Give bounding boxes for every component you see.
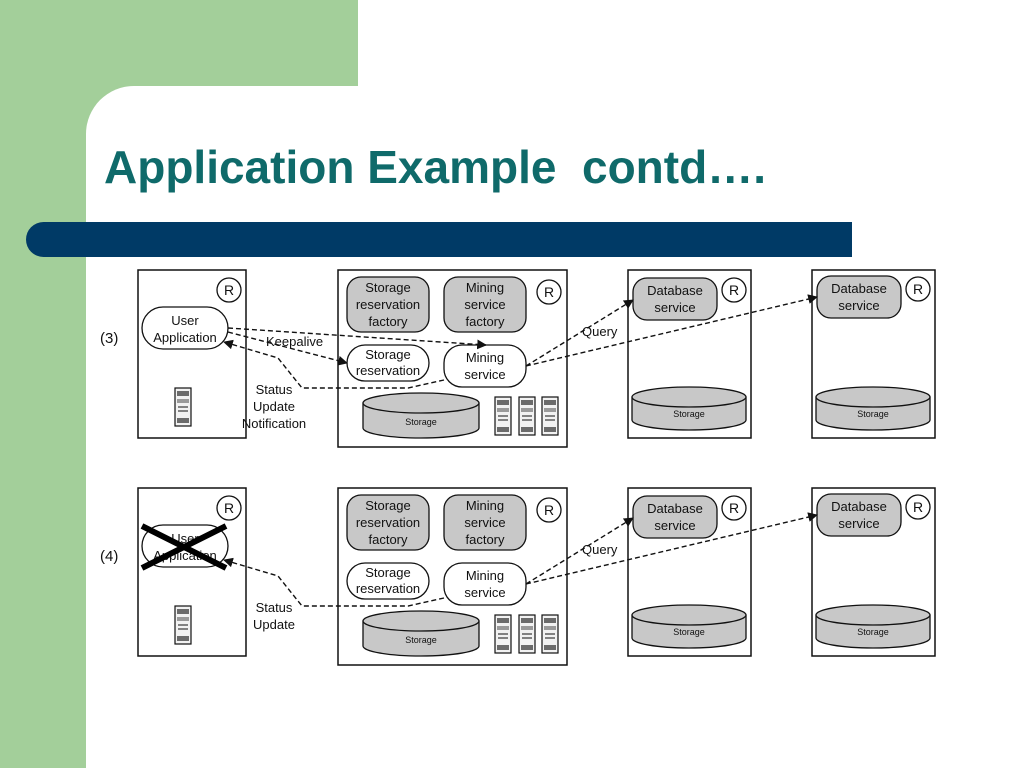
storage-cylinder	[362, 610, 480, 657]
storage-cylinder	[631, 386, 747, 431]
status-label-line-2: Update	[253, 617, 295, 632]
database-service-line-1: Database	[831, 281, 887, 296]
database-service-line-2: service	[838, 516, 879, 531]
mining-service-line-1: Mining	[466, 350, 504, 365]
storage-reservation-node	[346, 562, 430, 600]
status-label-line-1: Status	[256, 382, 293, 397]
status-label-line-2: Update	[253, 399, 295, 414]
step-label: (4)	[100, 548, 118, 565]
db-storage-label: Storage	[857, 409, 889, 419]
registry-icon	[216, 495, 242, 521]
server-icon	[541, 614, 559, 654]
registry-icon	[721, 277, 747, 303]
storage-reservation-factory-node	[346, 494, 430, 551]
user-application-line-1: User	[171, 313, 199, 328]
storage-reservation-factory-line-3: factory	[368, 314, 408, 329]
connectors	[223, 512, 818, 607]
user-application-line-2: Application	[153, 330, 217, 345]
registry-label: R	[913, 499, 923, 515]
mining-service-line-1: Mining	[466, 568, 504, 583]
keepalive-label: Keepalive	[266, 334, 323, 349]
mining-service-line-2: service	[464, 585, 505, 600]
mining-service-factory-line-3: factory	[465, 314, 505, 329]
db-storage-label: Storage	[857, 627, 889, 637]
storage-reservation-factory-line-2: reservation	[356, 297, 420, 312]
storage-reservation-factory-line-3: factory	[368, 532, 408, 547]
registry-label: R	[729, 500, 739, 516]
registry-icon	[905, 276, 931, 302]
step-label: (3)	[100, 330, 118, 347]
server-icon	[174, 387, 192, 427]
server-icon	[494, 614, 512, 654]
registry-label: R	[224, 282, 234, 298]
mining-service-factory-line-2: service	[464, 297, 505, 312]
storage-reservation-line-2: reservation	[356, 363, 420, 378]
scenario-4: (4) R User Application R Storage reserva…	[100, 487, 936, 666]
storage-label: Storage	[405, 635, 437, 645]
server-icon	[494, 396, 512, 436]
slide-title: Application Example contd….	[104, 141, 766, 193]
registry-icon	[905, 494, 931, 520]
connectors	[223, 294, 818, 389]
database-service-node-1	[632, 277, 718, 321]
database-service-line-2: service	[654, 300, 695, 315]
storage-label: Storage	[405, 417, 437, 427]
registry-icon	[536, 279, 562, 305]
storage-cylinder	[631, 604, 747, 649]
query-label: Query	[582, 324, 618, 339]
registry-label: R	[544, 284, 554, 300]
storage-cylinder	[815, 386, 931, 431]
registry-icon	[536, 497, 562, 523]
storage-reservation-factory-line-2: reservation	[356, 515, 420, 530]
query-label: Query	[582, 542, 618, 557]
mining-service-factory-line-1: Mining	[466, 498, 504, 513]
storage-reservation-factory-line-1: Storage	[365, 280, 411, 295]
status-label-line-1: Status	[256, 600, 293, 615]
database-service-line-1: Database	[831, 499, 887, 514]
storage-reservation-line-1: Storage	[365, 347, 411, 362]
storage-reservation-factory-node	[346, 276, 430, 333]
db-storage-label: Storage	[673, 627, 705, 637]
storage-reservation-factory-line-1: Storage	[365, 498, 411, 513]
server-icon	[518, 396, 536, 436]
storage-reservation-line-1: Storage	[365, 565, 411, 580]
database-service-line-2: service	[838, 298, 879, 313]
db-storage-label: Storage	[673, 409, 705, 419]
storage-cylinder	[362, 392, 480, 439]
database-service-line-1: Database	[647, 501, 703, 516]
storage-cylinder	[815, 604, 931, 649]
mining-service-factory-line-3: factory	[465, 532, 505, 547]
database-service-node-1	[632, 495, 718, 539]
mining-service-factory-node	[443, 276, 527, 333]
server-icon	[174, 605, 192, 645]
mining-service-factory-node	[443, 494, 527, 551]
mining-service-factory-line-1: Mining	[466, 280, 504, 295]
status-label-line-3: Notification	[242, 416, 306, 431]
registry-label: R	[544, 502, 554, 518]
registry-label: R	[729, 282, 739, 298]
failed-cross-icon	[140, 523, 228, 571]
registry-label: R	[224, 500, 234, 516]
database-service-line-1: Database	[647, 283, 703, 298]
scenario-3: (3) R User Application R Storage reserva…	[100, 269, 936, 448]
database-service-line-2: service	[654, 518, 695, 533]
mining-service-line-2: service	[464, 367, 505, 382]
server-icon	[541, 396, 559, 436]
server-icon	[518, 614, 536, 654]
mining-service-factory-line-2: service	[464, 515, 505, 530]
title-underline-bar	[26, 222, 852, 257]
storage-reservation-line-2: reservation	[356, 581, 420, 596]
registry-icon	[721, 495, 747, 521]
registry-label: R	[913, 281, 923, 297]
registry-icon	[216, 277, 242, 303]
